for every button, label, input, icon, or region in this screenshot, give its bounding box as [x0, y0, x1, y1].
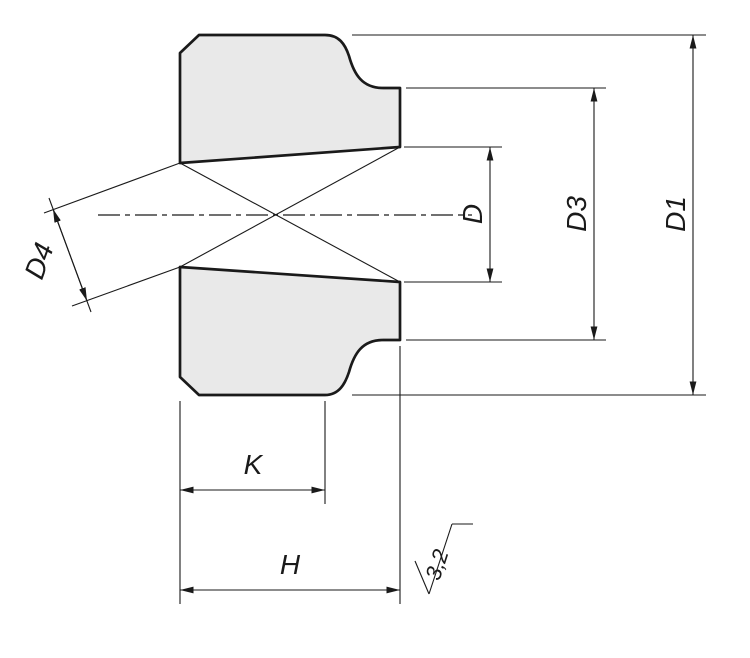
- dimension-d: D: [404, 146, 502, 283]
- section-bottom-outline: [178, 265, 402, 397]
- dim-label-d1: D1: [660, 196, 691, 232]
- d4-extension-bottom: [71, 266, 181, 307]
- roughness-leg-left: [414, 560, 430, 595]
- dim-label-d3: D3: [561, 196, 592, 232]
- d4-extension-top: [43, 162, 181, 214]
- dimension-d1: D1: [352, 34, 706, 396]
- dim-label-d: D: [457, 204, 488, 224]
- bore-flat-diagonals: [179, 146, 401, 283]
- bore-diagonal-1: [179, 162, 401, 283]
- bore-diagonal-2: [179, 146, 401, 268]
- part-section-bottom: [178, 265, 402, 397]
- dimension-k: K: [179, 401, 326, 604]
- section-bottom-fill: [180, 267, 400, 395]
- dimension-h: H: [180, 346, 401, 604]
- dimension-d4: D4: [18, 162, 181, 313]
- roughness-leg-right: [428, 523, 453, 595]
- dim-label-k: K: [244, 449, 264, 480]
- part-section-top: [178, 33, 402, 165]
- section-top-outline: [178, 33, 402, 165]
- dimension-d3: D3: [406, 87, 606, 341]
- section-top-fill: [180, 35, 400, 163]
- d4-dimension-line: [52, 208, 88, 302]
- dim-label-h: H: [280, 549, 301, 580]
